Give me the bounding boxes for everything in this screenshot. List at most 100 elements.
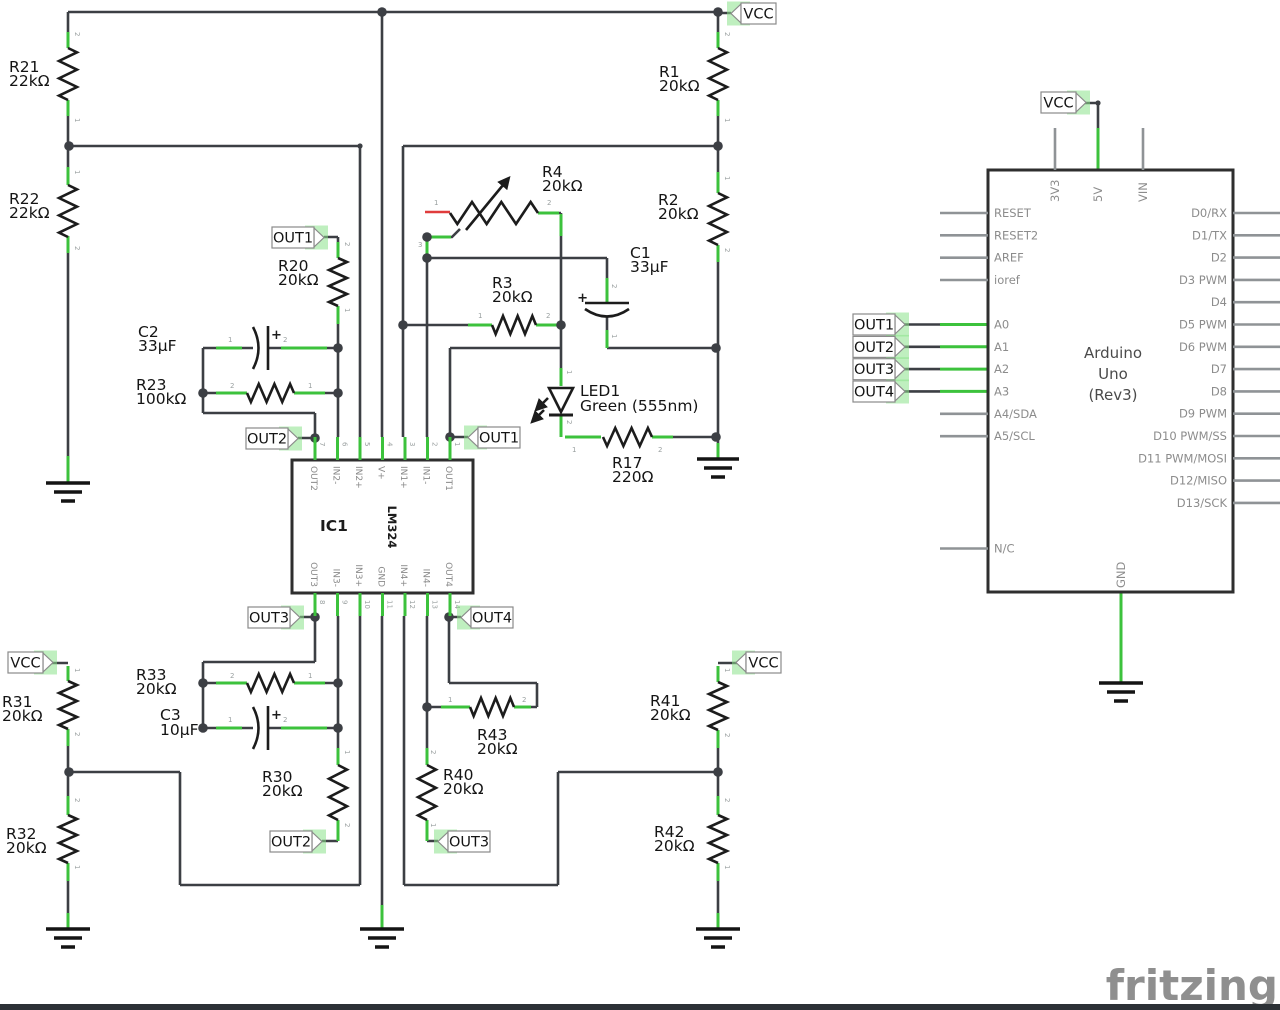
net-flag-out3[interactable]: OUT3 [247, 605, 304, 630]
lead-number: 2 [230, 672, 234, 680]
ic1-pin-OUT2[interactable]: 7 [313, 437, 326, 460]
arduino-pin-label-A1: A1 [994, 340, 1009, 354]
arduino-pin-label-D8: D8 [1211, 384, 1227, 398]
resistor-R21-symbol[interactable] [56, 46, 80, 102]
resistor-R30-symbol[interactable] [326, 763, 350, 822]
net-flag-vcc[interactable]: VCC [1040, 90, 1090, 115]
potentiometer-wiper-arrow [464, 175, 511, 231]
arduino-body[interactable] [986, 168, 1235, 594]
net-flag-out4[interactable]: OUT4 [852, 379, 909, 404]
resistor-R23-symbol[interactable] [245, 380, 296, 406]
net-flag-vcc[interactable]: VCC [727, 1, 777, 26]
net-flag-out3[interactable]: OUT3 [852, 357, 909, 382]
resistor-R17-symbol[interactable] [601, 424, 654, 450]
capacitor-C3[interactable] [251, 706, 270, 750]
arduino-pin-label-5V: 5V [1091, 187, 1105, 202]
svg-text:20kΩ: 20kΩ [278, 271, 319, 289]
net-flag-text-out2: OUT2 [854, 340, 894, 356]
resistor-R1-symbol[interactable] [706, 46, 730, 102]
lead-number: 2 [73, 246, 81, 250]
arduino-pin-label-D10 PWM/SS: D10 PWM/SS [1153, 429, 1227, 443]
circuit-wires[interactable] [52, 10, 1100, 913]
ic1-pin-IN1-[interactable]: 2 [426, 437, 439, 460]
svg-text:33µF: 33µF [138, 337, 177, 355]
resistor-R20-symbol[interactable] [325, 256, 351, 308]
net-flag-out2[interactable]: OUT2 [852, 334, 909, 359]
lead-number: 2 [723, 32, 731, 36]
c3-polarity-plus: + [271, 708, 282, 723]
capacitor-C2[interactable] [251, 326, 270, 370]
ground-symbols[interactable] [46, 457, 1143, 949]
lead-number: 2 [73, 32, 81, 36]
net-flag-text-out1: OUT1 [273, 231, 313, 247]
resistor-R2-symbol[interactable] [706, 191, 730, 247]
arduino-pin-label-VIN: VIN [1136, 182, 1150, 202]
resistor-R41-symbol[interactable] [705, 680, 731, 732]
arduino-pin-label-A4/SDA: A4/SDA [994, 407, 1037, 421]
resistor-R40-symbol[interactable] [415, 763, 439, 822]
svg-text:33µF: 33µF [630, 258, 669, 276]
ic1-pin-label-IN2-: IN2- [331, 466, 341, 484]
ic1-body[interactable] [290, 458, 475, 595]
label-r3: R3 [492, 274, 513, 292]
capacitor-C1[interactable] [584, 301, 630, 318]
arduino-pin-label-NC: N/C [994, 542, 1015, 556]
resistor-R33-symbol[interactable] [245, 670, 296, 696]
svg-text:10µF: 10µF [160, 721, 199, 739]
svg-text:220Ω: 220Ω [612, 468, 654, 486]
svg-text:100kΩ: 100kΩ [136, 390, 187, 408]
net-flag-out1[interactable]: OUT1 [271, 225, 328, 250]
ic1-pin-label-IN1+: IN1+ [398, 466, 408, 489]
lead-number: 1 [723, 668, 731, 672]
label-r22: R22 [9, 190, 40, 208]
ic1-pin-V+[interactable]: 4 [381, 437, 394, 460]
svg-text:20kΩ: 20kΩ [542, 177, 583, 195]
net-flag-out1[interactable]: OUT1 [464, 425, 521, 450]
resistor-R43-symbol[interactable] [468, 694, 516, 720]
net-flag-vcc[interactable]: VCC [732, 650, 782, 675]
resistor-R22-symbol[interactable] [56, 183, 80, 239]
resistor-R31-symbol[interactable] [55, 679, 81, 731]
net-flag-out4[interactable]: OUT4 [457, 605, 514, 630]
resistor-R32-symbol[interactable] [55, 813, 81, 865]
arduino-pin-label-D12/MISO: D12/MISO [1170, 474, 1227, 488]
lead-number: 1 [343, 750, 351, 754]
ic1-pin-IN1+[interactable]: 3 [403, 437, 416, 460]
arduino-top-stubs[interactable] [1053, 128, 1145, 170]
resistor-R3-symbol[interactable] [490, 312, 538, 338]
lead-number: 1 [308, 672, 312, 680]
resistor-R42-symbol[interactable] [705, 813, 731, 865]
label-r41: R41 [650, 692, 681, 710]
net-flag-text-out4: OUT4 [472, 611, 512, 627]
resistor-R4-symbol[interactable] [448, 199, 540, 227]
ic1-pin-number: 3 [408, 442, 416, 446]
net-flag-out1[interactable]: OUT1 [852, 312, 909, 337]
lead-number: 3 [418, 241, 422, 249]
net-flag-vcc[interactable]: VCC [7, 650, 57, 675]
lead-number: 2 [283, 336, 287, 344]
led-LED1[interactable] [530, 386, 576, 424]
lead-number: 1 [228, 716, 232, 724]
svg-text:20kΩ: 20kΩ [492, 288, 533, 306]
svg-text:Arduino: Arduino [1084, 344, 1142, 362]
ic1-pin-OUT1[interactable]: 1 [448, 437, 461, 460]
ic1-pin-label-IN4-: IN4- [421, 569, 431, 587]
arduino-pin-label-3V3: 3V3 [1048, 179, 1062, 202]
ic1-pin-number: 1 [453, 442, 461, 446]
net-flag-out2[interactable]: OUT2 [269, 829, 326, 854]
lead-number: 1 [478, 312, 482, 320]
arduino-title: Arduino Uno (Rev3) [1084, 344, 1142, 404]
c2-polarity-plus: + [271, 328, 282, 343]
ic1-pin-number: 6 [341, 442, 349, 447]
ic1-pin-IN2-[interactable]: 6 [336, 437, 349, 460]
ic1-pin-label-IN1-: IN1- [421, 466, 431, 484]
net-flag-text-vcc: VCC [1043, 96, 1073, 112]
net-flag-text-out2: OUT2 [247, 432, 287, 448]
net-flag-out2[interactable]: OUT2 [245, 426, 302, 451]
net-flag-text-vcc: VCC [743, 7, 773, 23]
ic1-designator: IC1 [320, 517, 348, 535]
ic1-pin-IN2+[interactable]: 5 [358, 437, 371, 460]
lead-number: 1 [73, 170, 81, 174]
net-flag-out3[interactable]: OUT3 [434, 829, 491, 854]
label-r30: R30 [262, 768, 293, 786]
